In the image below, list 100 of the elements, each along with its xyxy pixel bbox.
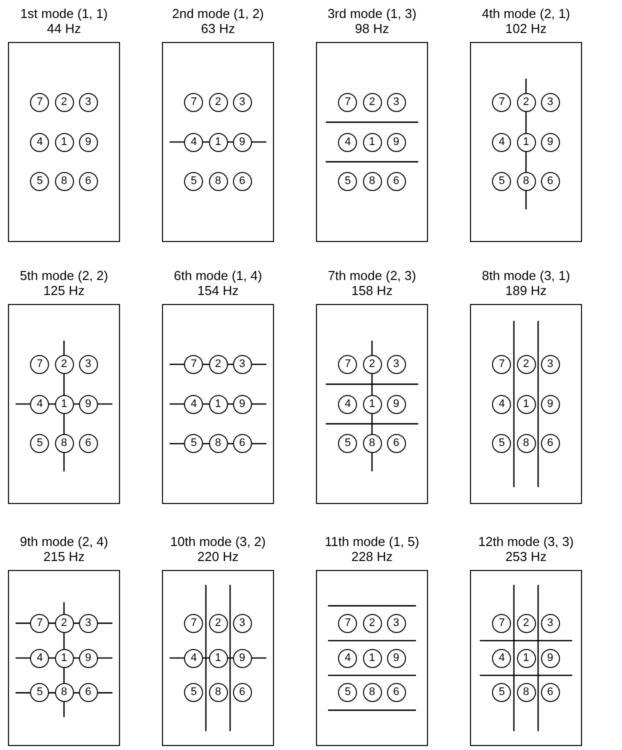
- measurement-point: 9: [78, 648, 98, 668]
- measurement-point: 1: [516, 132, 536, 152]
- frequency-label: 215 Hz: [43, 549, 85, 564]
- measurement-point: 2: [208, 92, 228, 112]
- measurement-point: 7: [30, 92, 50, 112]
- measurement-point: 1: [362, 648, 382, 668]
- measurement-point: 7: [338, 92, 358, 112]
- measurement-point: 2: [54, 614, 74, 633]
- measurement-point: 4: [184, 394, 204, 414]
- frequency-label: 189 Hz: [505, 283, 547, 298]
- frequency-label: 44 Hz: [47, 21, 81, 36]
- measurement-point: 4: [184, 648, 204, 668]
- measurement-point: 5: [338, 683, 358, 702]
- frequency-label: 98 Hz: [355, 21, 389, 36]
- measurement-point: 9: [232, 648, 252, 668]
- measurement-point: 1: [362, 132, 382, 152]
- frequency-label: 158 Hz: [351, 283, 393, 298]
- measurement-point: 9: [540, 648, 560, 668]
- measurement-point: 8: [516, 434, 536, 454]
- measurement-point: 5: [338, 434, 358, 454]
- measurement-point: 9: [386, 648, 406, 668]
- measurement-point: 7: [30, 614, 50, 633]
- measurement-point: 3: [540, 614, 560, 633]
- measurement-point: 8: [516, 683, 536, 702]
- measurement-point: 4: [184, 132, 204, 152]
- measurement-point: 8: [362, 683, 382, 702]
- measurement-point: 7: [492, 614, 512, 633]
- frequency-label: 154 Hz: [197, 283, 239, 298]
- measurement-point: 9: [78, 132, 98, 152]
- measurement-point: 6: [386, 434, 406, 454]
- measurement-point: 9: [386, 394, 406, 414]
- measurement-point: 6: [78, 172, 98, 192]
- measurement-point: 2: [54, 92, 74, 112]
- measurement-point: 8: [54, 172, 74, 192]
- frequency-label: 220 Hz: [197, 549, 239, 564]
- measurement-point: 3: [78, 354, 98, 374]
- measurement-point: 3: [78, 92, 98, 112]
- measurement-point: 7: [338, 354, 358, 374]
- measurement-point: 1: [208, 394, 228, 414]
- measurement-point: 6: [232, 683, 252, 702]
- measurement-point: 4: [338, 648, 358, 668]
- mode-label: 1st mode (1, 1): [20, 6, 108, 21]
- measurement-point: 8: [208, 434, 228, 454]
- frequency-label: 253 Hz: [505, 549, 547, 564]
- measurement-point: 5: [492, 434, 512, 454]
- measurement-point: 5: [184, 683, 204, 702]
- measurement-point: 7: [184, 354, 204, 374]
- measurement-point: 1: [54, 648, 74, 668]
- measurement-point: 8: [516, 172, 536, 192]
- measurement-point: 4: [492, 132, 512, 152]
- measurement-point: 2: [362, 354, 382, 374]
- measurement-point: 3: [386, 614, 406, 633]
- measurement-point: 2: [208, 614, 228, 633]
- measurement-point: 6: [386, 683, 406, 702]
- frequency-label: 228 Hz: [351, 549, 393, 564]
- mode-label: 4th mode (2, 1): [482, 6, 570, 21]
- measurement-point: 8: [362, 172, 382, 192]
- measurement-point: 8: [54, 434, 74, 454]
- measurement-point: 1: [516, 648, 536, 668]
- measurement-point: 5: [30, 172, 50, 192]
- frequency-label: 125 Hz: [43, 283, 85, 298]
- measurement-point: 2: [208, 354, 228, 374]
- measurement-point: 5: [184, 172, 204, 192]
- mode-label: 3rd mode (1, 3): [328, 6, 416, 21]
- measurement-point: 6: [540, 434, 560, 454]
- measurement-point: 6: [232, 172, 252, 192]
- mode-label: 9th mode (2, 4): [20, 534, 108, 549]
- measurement-point: 1: [516, 394, 536, 414]
- measurement-point: 6: [232, 434, 252, 454]
- measurement-point: 6: [386, 172, 406, 192]
- measurement-point: 9: [386, 132, 406, 152]
- measurement-point: 9: [78, 394, 98, 414]
- measurement-point: 1: [208, 132, 228, 152]
- measurement-point: 4: [30, 394, 50, 414]
- measurement-point: 1: [54, 132, 74, 152]
- mode-label: 2nd mode (1, 2): [172, 6, 264, 21]
- measurement-point: 6: [540, 172, 560, 192]
- measurement-point: 3: [540, 92, 560, 112]
- frequency-label: 102 Hz: [505, 21, 547, 36]
- measurement-point: 5: [30, 434, 50, 454]
- measurement-point: 2: [362, 614, 382, 633]
- measurement-point: 5: [338, 172, 358, 192]
- mode-label: 6th mode (1, 4): [174, 268, 262, 283]
- mode-label: 10th mode (3, 2): [170, 534, 266, 549]
- measurement-point: 1: [54, 394, 74, 414]
- frequency-label: 63 Hz: [201, 21, 235, 36]
- measurement-point: 3: [386, 92, 406, 112]
- measurement-point: 8: [54, 683, 74, 702]
- mode-label: 8th mode (3, 1): [482, 268, 570, 283]
- measurement-point: 4: [492, 648, 512, 668]
- measurement-point: 6: [78, 683, 98, 702]
- measurement-point: 4: [492, 394, 512, 414]
- measurement-point: 3: [232, 614, 252, 633]
- measurement-point: 7: [184, 92, 204, 112]
- measurement-point: 2: [516, 614, 536, 633]
- measurement-point: 2: [516, 92, 536, 112]
- measurement-point: 9: [540, 132, 560, 152]
- measurement-point: 5: [492, 683, 512, 702]
- measurement-point: 9: [232, 132, 252, 152]
- measurement-point: 2: [516, 354, 536, 374]
